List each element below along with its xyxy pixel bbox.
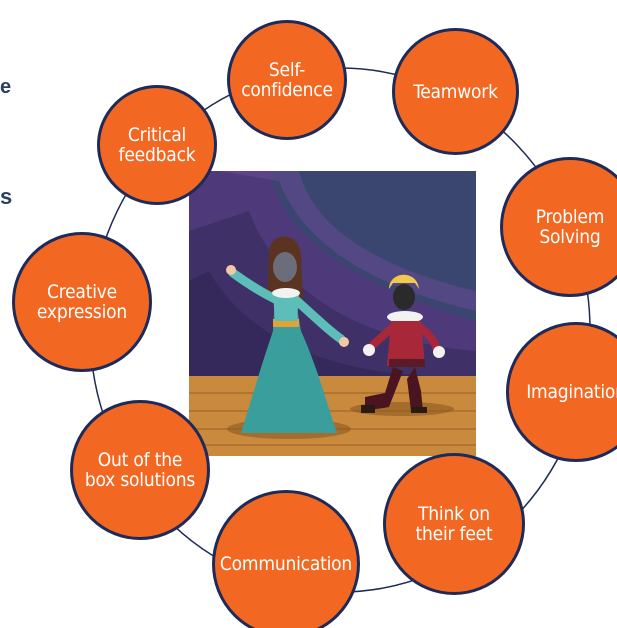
node-label: Self- confidence [241,59,333,101]
node-label: Critical feedback [118,124,196,166]
node-self-confidence: Self- confidence [227,20,347,140]
node-critical-feedback: Critical feedback [97,85,217,205]
node-teamwork: Teamwork [392,28,519,155]
node-problem-solving: Problem Solving [500,157,617,297]
theatre-stage-illustration [189,171,476,456]
cropped-text-fragment: s [0,184,13,209]
node-label: Teamwork [413,80,498,103]
node-label: Communication [219,553,353,575]
node-think-on-their-feet: Think on their feet [383,453,525,595]
node-label: Out of the box solutions [84,449,196,491]
node-imagination: Imagination [506,322,617,462]
node-label: Imagination [526,381,617,403]
node-label: Think on their feet [415,503,493,545]
node-communication: Communication [212,490,360,628]
node-creative-expression: Creative expression [12,232,152,372]
node-label: Creative expression [36,281,128,323]
cropped-text-fragment: e [0,76,12,98]
node-out-of-the-box-solutions: Out of the box solutions [70,400,210,540]
node-label: Problem Solving [535,206,605,248]
